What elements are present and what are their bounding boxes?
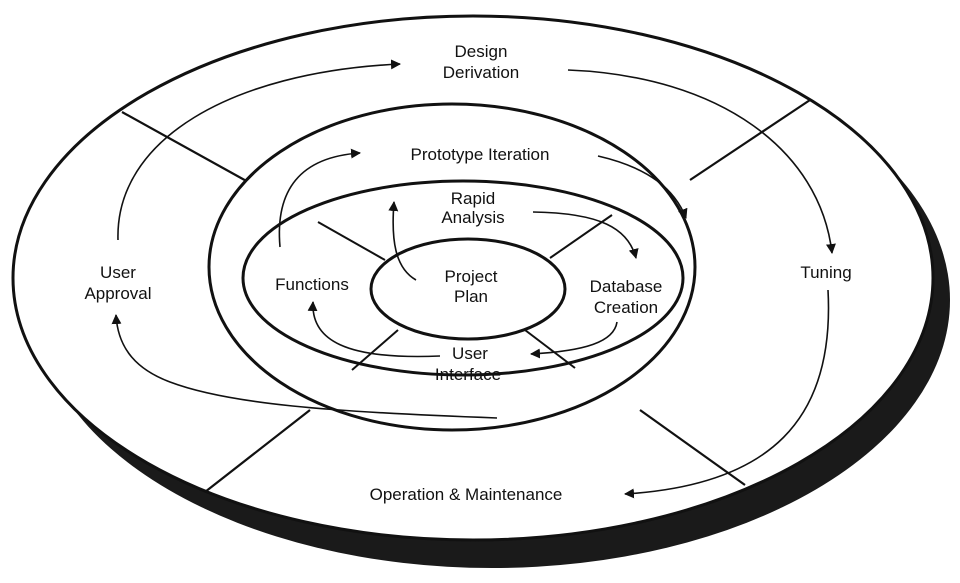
divider-inner-bottom-left xyxy=(351,329,399,371)
label-tuning: Tuning xyxy=(800,263,851,282)
label-analysis: Analysis xyxy=(441,208,504,227)
divider-outer-top-right xyxy=(689,99,811,181)
arrow-approval-to-design xyxy=(117,59,401,241)
arrow-database-to-interface xyxy=(530,321,618,359)
label-functions: Functions xyxy=(275,275,349,294)
label-derivation: Derivation xyxy=(443,63,520,82)
label-creation: Creation xyxy=(594,298,658,317)
arrow-interface-to-functions xyxy=(307,301,441,358)
center-ellipse xyxy=(369,237,567,341)
label-interface: Interface xyxy=(435,365,501,384)
arrow-plan-to-analysis xyxy=(388,201,417,281)
arrow-analysis-to-database xyxy=(532,211,639,259)
arrow-tuning-to-operation xyxy=(624,289,830,499)
divider-outer-top-left xyxy=(121,111,251,184)
label-user: User xyxy=(100,263,136,282)
arrow-functions-to-prototype xyxy=(278,148,361,248)
divider-inner-top-left xyxy=(317,221,386,261)
arrow-operation-to-approval xyxy=(111,314,498,419)
label-approval: Approval xyxy=(84,284,151,303)
arrow-design-to-tuning xyxy=(567,69,836,254)
label-design: Design xyxy=(455,42,508,61)
divider-inner-bottom-right xyxy=(524,329,576,369)
label-interface-user: User xyxy=(452,344,488,363)
label-prototype-iteration: Prototype Iteration xyxy=(411,145,550,164)
label-operation-maintenance: Operation & Maintenance xyxy=(370,485,563,504)
label-rapid: Rapid xyxy=(451,189,495,208)
label-plan: Plan xyxy=(454,287,488,306)
arrow-prototype-to-database xyxy=(597,155,688,219)
divider-outer-bottom-left xyxy=(204,409,311,493)
label-database: Database xyxy=(590,277,663,296)
label-project: Project xyxy=(445,267,498,286)
